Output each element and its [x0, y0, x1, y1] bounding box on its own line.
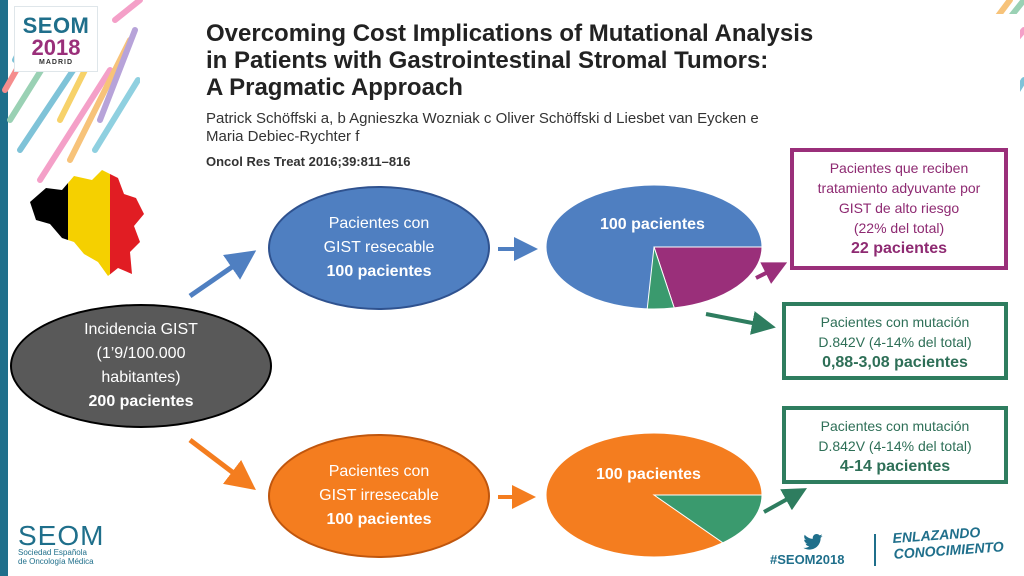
pie-resecable-slice-1 — [646, 246, 675, 310]
hashtag: #SEOM2018 — [770, 552, 845, 567]
paper-title-line-2: in Patients with Gastrointestinal Stroma… — [206, 47, 769, 74]
resecable-count: 100 pacientes — [326, 263, 432, 280]
irresecable-count: 100 pacientes — [326, 511, 432, 528]
paper-authors-line-2: Maria Debiec-Rychter f — [206, 128, 360, 145]
incidencia-count: 200 pacientes — [88, 393, 194, 410]
twitter-bird-icon — [803, 534, 823, 550]
incidencia-line-2: (1’9/100.000 — [96, 345, 186, 362]
mut1-count: 0,88-3,08 pacientes — [822, 354, 968, 371]
flag-black-band — [30, 170, 68, 276]
adyuvante-box: Pacientes que reciben tratamiento adyuva… — [790, 148, 1008, 270]
mut1-line-1: Pacientes con mutación — [820, 314, 970, 330]
mut2-line-1: Pacientes con mutación — [820, 418, 970, 434]
belgium-map-flag-icon — [30, 170, 144, 276]
seom-2018-logo: SEOM 2018 MADRID — [14, 6, 98, 72]
adyuvante-count: 22 pacientes — [850, 240, 948, 257]
paper-authors: Patrick Schöffski a, b Agnieszka Wozniak… — [206, 110, 966, 146]
left-accent-bar — [0, 0, 8, 576]
flag-yellow-band — [68, 170, 110, 276]
resecable-line-2: GIST resecable — [323, 239, 435, 256]
pie-resecable-label: 100 pacientes — [600, 216, 705, 233]
logo-city: MADRID — [39, 59, 73, 66]
adyuvante-line-4: (22% del total) — [853, 220, 945, 236]
incidencia-node: Incidencia GIST (1’9/100.000 habitantes)… — [10, 304, 272, 428]
footer-sub-line-2: de Oncología Médica — [18, 557, 94, 566]
logo-year: 2018 — [31, 35, 81, 60]
irresecable-node: Pacientes con GIST irresecable 100 pacie… — [268, 434, 490, 558]
resecable-node: Pacientes con GIST resecable 100 pacient… — [268, 186, 490, 310]
paper-authors-line-1: Patrick Schöffski a, b Agnieszka Wozniak… — [206, 110, 759, 127]
paper-journal: Oncol Res Treat 2016;39:811–816 — [206, 154, 411, 169]
resecable-line-1: Pacientes con — [328, 215, 430, 232]
mutation-irresecable-box: Pacientes con mutación D.842V (4-14% del… — [782, 406, 1008, 484]
mut2-count: 4-14 pacientes — [839, 458, 951, 475]
flag-red-band — [110, 170, 144, 276]
footer-seom-subtitle: Sociedad Española de Oncología Médica — [18, 548, 94, 566]
mut2-line-2: D.842V (4-14% del total) — [818, 438, 972, 454]
adyuvante-line-2: tratamiento adyuvante por — [817, 180, 981, 196]
footer-seom-logo: SEOM — [18, 520, 105, 551]
pie-irresecable-slice-0 — [652, 494, 763, 544]
paper-title-line-1: Overcoming Cost Implications of Mutation… — [206, 20, 814, 47]
pie-resecable-slice-0 — [653, 246, 763, 309]
footer-divider — [874, 534, 876, 566]
incidencia-line-1: Incidencia GIST — [84, 321, 198, 338]
paper-title-line-3: A Pragmatic Approach — [206, 74, 463, 101]
logo-brand: SEOM — [22, 13, 90, 38]
adyuvante-line-3: GIST de alto riesgo — [838, 200, 960, 216]
mutation-resecable-box: Pacientes con mutación D.842V (4-14% del… — [782, 302, 1008, 380]
pie-irresecable-label: 100 pacientes — [596, 466, 701, 483]
pie-irresecable — [545, 432, 763, 558]
paper-title: Overcoming Cost Implications of Mutation… — [206, 20, 996, 101]
irresecable-line-2: GIST irresecable — [319, 487, 439, 504]
adyuvante-line-1: Pacientes que reciben — [829, 160, 969, 176]
footer-sub-line-1: Sociedad Española — [18, 548, 87, 557]
incidencia-line-3: habitantes) — [101, 369, 181, 386]
pie-resecable — [545, 184, 763, 310]
mut1-line-2: D.842V (4-14% del total) — [818, 334, 972, 350]
irresecable-line-1: Pacientes con — [328, 463, 430, 480]
